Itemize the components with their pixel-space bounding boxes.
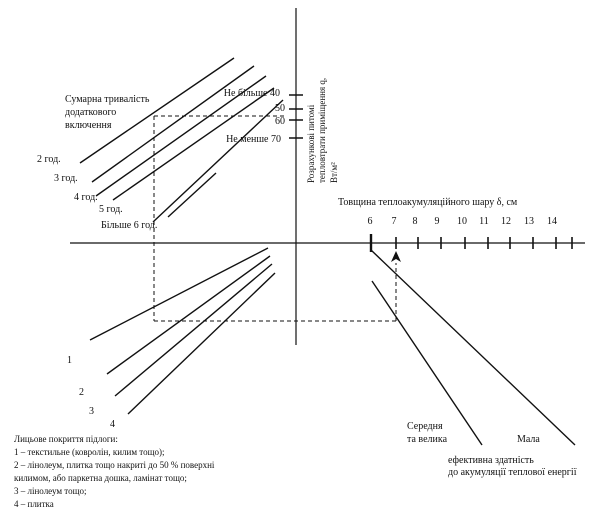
duration-title-2: додаткового	[65, 107, 116, 118]
floor-number-2: 2	[79, 387, 84, 398]
q-label-40: Не більше 40	[224, 88, 280, 99]
q-axis-title-2: тепловтрати приміщення q,	[317, 78, 327, 183]
example-path	[153, 115, 397, 322]
floor-line-3	[114, 263, 273, 397]
thickness-tick-label-7: 7	[392, 216, 397, 227]
thickness-tick-label-11: 11	[479, 216, 489, 227]
floor-legend: Лицьове покриття підлоги: 1 – текстильне…	[14, 434, 215, 509]
q-axis-title-3: Вт/м²	[329, 162, 339, 183]
floor-legend-title: Лицьове покриття підлоги:	[14, 434, 118, 444]
q-label-50: 50	[275, 103, 285, 114]
capacity-label-medium-1: Середня	[407, 421, 443, 432]
duration-line-5h	[112, 87, 275, 201]
duration-line-6h	[152, 99, 284, 223]
duration-line-4h	[95, 75, 267, 197]
duration-lines	[79, 57, 284, 223]
floor-line-2	[106, 255, 271, 375]
floor-number-4: 4	[110, 419, 115, 430]
q-axis-title: Розрахункові питомі тепловтрати приміщен…	[306, 78, 339, 183]
thickness-ticks	[369, 234, 573, 252]
capacity-title-2: до акумуляції теплової енергії	[448, 467, 577, 478]
duration-title-1: Сумарна тривалість	[65, 94, 150, 105]
thickness-tick-label-13: 13	[524, 216, 534, 227]
floor-number-3: 3	[89, 406, 94, 417]
thickness-tick-label-12: 12	[501, 216, 511, 227]
duration-title-3: включення	[65, 120, 112, 131]
duration-label-2h: 2 год.	[37, 154, 61, 165]
duration-line-3h	[91, 65, 255, 183]
duration-label-3h: 3 год.	[54, 173, 78, 184]
floor-line-1	[89, 247, 269, 341]
arrow-up-icon	[391, 251, 401, 262]
thickness-axis-title: Товщина теплоакумуляційного шару δ, см	[338, 197, 518, 208]
duration-line-extra	[167, 172, 217, 218]
floor-legend-1: 1 – текстильне (ковролін, килим тощо);	[14, 447, 165, 457]
duration-label-5h: 5 год.	[99, 204, 123, 215]
capacity-title-1: ефективна здатність	[448, 455, 534, 466]
q-axis-title-1: Розрахункові питомі	[306, 104, 316, 183]
floor-legend-2a: 2 – лінолеум, плитка тощо накриті до 50 …	[14, 460, 215, 470]
floor-lines	[89, 247, 276, 415]
duration-label-more6h: Більше 6 год.	[101, 220, 157, 231]
capacity-line-medium	[371, 280, 483, 446]
floor-number-1: 1	[67, 355, 72, 366]
capacity-label-low: Мала	[517, 434, 540, 445]
floor-line-4	[127, 272, 276, 415]
q-label-70: Не менше 70	[226, 134, 281, 145]
duration-label-4h: 4 год.	[74, 192, 98, 203]
thickness-tick-label-10: 10	[457, 216, 467, 227]
q-label-60: 60	[275, 116, 285, 127]
capacity-lines	[370, 249, 576, 446]
duration-line-2h	[79, 57, 235, 164]
q-scale-ticks	[289, 94, 303, 139]
thickness-tick-label-9: 9	[435, 216, 440, 227]
thickness-tick-labels: 6 7 8 9 10 11 12 13 14	[368, 216, 558, 227]
capacity-label-medium-2: та велика	[407, 434, 448, 445]
main-axes	[70, 8, 585, 345]
thickness-tick-label-8: 8	[413, 216, 418, 227]
thickness-tick-label-14: 14	[547, 216, 557, 227]
floor-legend-4: 4 – плитка	[14, 499, 54, 509]
thickness-tick-label-6: 6	[368, 216, 373, 227]
floor-legend-2b: килимом, або паркетна дошка, ламінат тощ…	[14, 473, 187, 483]
floor-legend-3: 3 – лінолеум тощо;	[14, 486, 87, 496]
capacity-line-low	[370, 249, 576, 446]
